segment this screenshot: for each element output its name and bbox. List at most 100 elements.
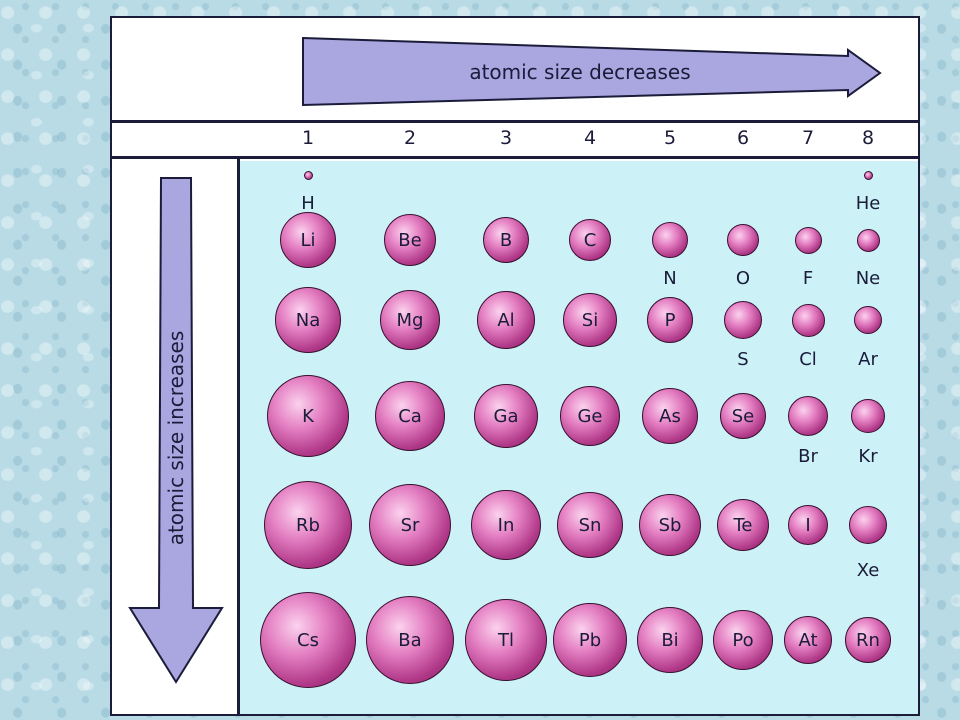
atom-symbol-sb: Sb	[658, 514, 682, 536]
atom-i: I	[788, 505, 828, 545]
atom-symbol-as: As	[659, 405, 681, 427]
atom-symbol-h: H	[301, 193, 315, 214]
atom-symbol-sn: Sn	[578, 514, 602, 536]
atom-symbol-at: At	[798, 629, 818, 651]
atom-na: Na	[275, 287, 341, 353]
atom-ca: Ca	[375, 381, 445, 451]
atom-symbol-ca: Ca	[398, 405, 422, 427]
atom-cl	[791, 303, 825, 337]
atom-symbol-he: He	[855, 193, 881, 214]
atom-f	[794, 226, 822, 254]
atom-symbol-p: P	[664, 309, 676, 331]
atom-symbol-si: Si	[581, 309, 599, 331]
atom-te: Te	[717, 499, 769, 551]
atom-symbol-rn: Rn	[856, 629, 880, 651]
column-divider	[237, 158, 240, 714]
atom-be: Be	[384, 214, 436, 266]
atom-as: As	[642, 388, 698, 444]
atom-symbol-ge: Ge	[577, 405, 603, 427]
header-divider-bottom	[112, 156, 918, 159]
atom-br	[788, 396, 828, 436]
atom-symbol-be: Be	[398, 229, 422, 251]
group-number-1: 1	[301, 127, 315, 149]
atom-symbol-rb: Rb	[296, 514, 320, 536]
atom-p: P	[647, 297, 693, 343]
atom-si: Si	[563, 293, 617, 347]
group-number-7: 7	[801, 127, 815, 149]
atom-symbol-o: O	[735, 268, 751, 289]
atom-rn: Rn	[845, 617, 891, 663]
atom-xe	[849, 506, 887, 544]
atom-se: Se	[720, 393, 766, 439]
atom-symbol-i: I	[805, 514, 811, 536]
atom-symbol-pb: Pb	[578, 629, 602, 651]
atom-symbol-ar: Ar	[858, 349, 878, 370]
atom-symbol-mg: Mg	[396, 309, 424, 331]
atom-bi: Bi	[637, 607, 703, 673]
atom-symbol-te: Te	[733, 514, 753, 536]
atom-sb: Sb	[639, 494, 701, 556]
atom-symbol-cl: Cl	[799, 349, 817, 370]
atom-ar	[854, 306, 882, 334]
atom-in: In	[471, 490, 541, 560]
atom-symbol-xe: Xe	[856, 560, 880, 581]
atom-po: Po	[713, 610, 773, 670]
atom-h	[303, 170, 313, 180]
horizontal-arrow	[302, 36, 882, 107]
atom-ne	[856, 228, 880, 252]
atom-mg: Mg	[380, 290, 440, 350]
atom-symbol-li: Li	[300, 229, 316, 251]
atom-symbol-c: C	[583, 229, 597, 251]
atom-symbol-bi: Bi	[661, 629, 679, 651]
atom-symbol-s: S	[737, 349, 749, 370]
atom-ge: Ge	[560, 386, 620, 446]
atom-rb: Rb	[264, 481, 352, 569]
atom-symbol-f: F	[802, 268, 814, 289]
atom-kr	[851, 399, 885, 433]
group-number-4: 4	[583, 127, 597, 149]
atom-c: C	[569, 219, 611, 261]
group-number-5: 5	[663, 127, 677, 149]
atom-o	[727, 224, 759, 256]
group-number-2: 2	[403, 127, 417, 149]
atom-symbol-ga: Ga	[493, 405, 519, 427]
atom-symbol-po: Po	[732, 629, 754, 651]
atom-he	[863, 170, 873, 180]
atom-pb: Pb	[553, 603, 627, 677]
vertical-arrow-label: atomic size increases	[164, 331, 188, 546]
atom-symbol-n: N	[663, 268, 677, 289]
atom-b: B	[483, 217, 529, 263]
group-number-8: 8	[861, 127, 875, 149]
atom-symbol-al: Al	[497, 309, 515, 331]
header-divider-top	[112, 120, 918, 123]
atom-at: At	[784, 616, 832, 664]
atom-sr: Sr	[369, 484, 451, 566]
atom-li: Li	[280, 212, 336, 268]
atom-symbol-ba: Ba	[398, 629, 422, 651]
atom-symbol-b: B	[499, 229, 513, 251]
group-number-6: 6	[736, 127, 750, 149]
atom-cs: Cs	[260, 592, 356, 688]
atom-symbol-ne: Ne	[855, 268, 881, 289]
atom-symbol-sr: Sr	[400, 514, 420, 536]
atom-n	[652, 222, 688, 258]
vertical-arrow	[128, 177, 224, 684]
atom-symbol-kr: Kr	[858, 446, 878, 467]
horizontal-arrow-label: atomic size decreases	[469, 60, 690, 84]
atom-tl: Tl	[465, 599, 547, 681]
atom-symbol-in: In	[497, 514, 515, 536]
group-number-3: 3	[499, 127, 513, 149]
atom-ga: Ga	[474, 384, 538, 448]
atom-symbol-br: Br	[798, 446, 818, 467]
atom-ba: Ba	[366, 596, 454, 684]
atom-symbol-se: Se	[731, 405, 755, 427]
atom-k: K	[267, 375, 349, 457]
atom-s	[724, 301, 762, 339]
atom-symbol-cs: Cs	[297, 629, 319, 651]
atom-symbol-tl: Tl	[498, 629, 514, 651]
atom-sn: Sn	[557, 492, 623, 558]
atom-symbol-na: Na	[295, 309, 321, 331]
atom-symbol-k: K	[302, 405, 314, 427]
atom-al: Al	[477, 291, 535, 349]
